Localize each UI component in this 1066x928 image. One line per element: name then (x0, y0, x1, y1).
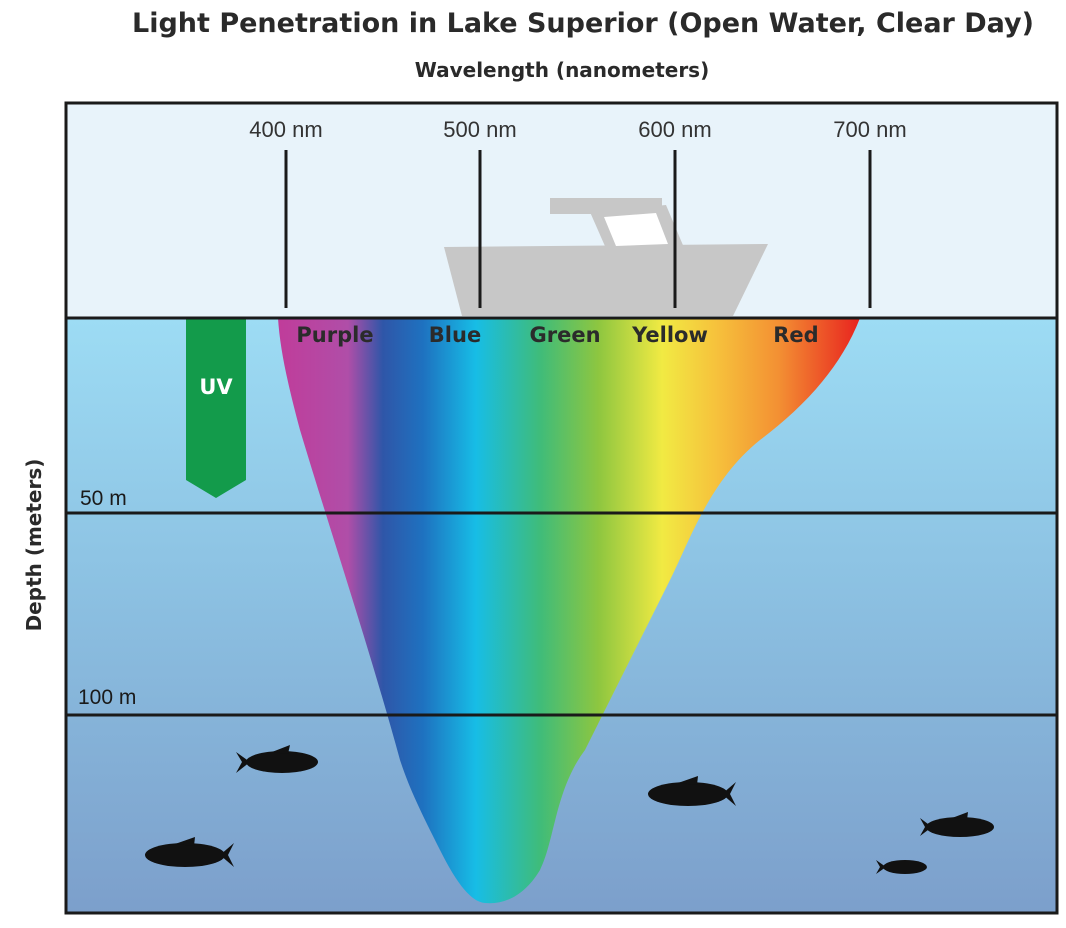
tick-label-700: 700 nm (833, 117, 906, 142)
tick-label-600: 600 nm (638, 117, 711, 142)
band-label-green: Green (529, 323, 600, 347)
tick-label-400: 400 nm (249, 117, 322, 142)
band-label-red: Red (773, 323, 818, 347)
depth-label-50m: 50 m (80, 487, 127, 510)
band-label-yellow: Yellow (631, 323, 708, 347)
depth-label-100m: 100 m (78, 686, 136, 709)
tick-label-500: 500 nm (443, 117, 516, 142)
uv-label: UV (199, 375, 233, 399)
band-label-blue: Blue (429, 323, 481, 347)
uv-arrow (186, 318, 246, 498)
band-label-purple: Purple (296, 323, 373, 347)
